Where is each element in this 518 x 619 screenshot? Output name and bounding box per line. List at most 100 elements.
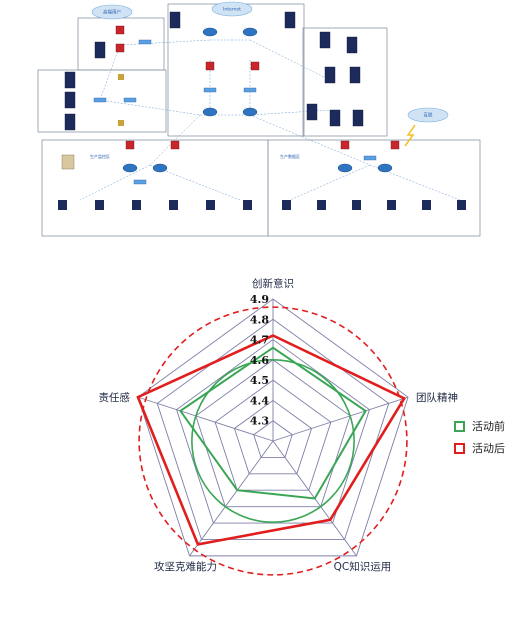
tick-label: 4.8 [250,313,269,326]
axis-spoke [137,396,274,442]
workstation-icon [169,200,178,210]
pc-icon [61,154,75,170]
cloud-label: Internet [223,7,241,13]
workstation-icon [422,200,431,210]
reference-circle [191,359,355,523]
server-icon [64,91,76,109]
zone-label: 生产数据区 [280,153,300,159]
link-line [79,164,151,201]
router-icon [242,27,258,37]
workstation-icon [206,200,215,210]
region-box [41,139,269,237]
cloud-icon: 互联 [407,107,449,123]
switch-icon [133,179,147,185]
cloud-label: 高端用户 [103,9,121,16]
link-line [99,44,121,101]
firewall-icon [390,140,400,150]
radar-grid [137,298,409,557]
router-icon [242,107,258,117]
workstation-icon [352,200,361,210]
router-icon [377,163,393,173]
server-icon [349,66,361,84]
workstation-icon [457,200,466,210]
server-icon [94,41,106,59]
switch-icon [363,155,377,161]
server-icon [64,113,76,131]
legend-label: 活动前 [472,419,505,433]
grid-ring [156,318,390,540]
axis-label: 创新意识 [252,277,294,290]
axis-label: 团队精神 [416,391,458,404]
legend-swatch [454,421,465,432]
switch-icon [203,87,217,93]
radar-tick-labels: 4.34.44.54.64.74.84.9 [250,293,269,428]
region-box [302,27,388,137]
workstation-icon [387,200,396,210]
axis-label: 责任感 [98,391,130,404]
radar-chart: 4.34.44.54.64.74.84.9 创新意识团队精神QC知识运用攻坚克难… [98,277,505,576]
radar-series [136,334,407,546]
link-line [289,164,371,201]
region-box [267,139,481,237]
router-icon [122,163,138,173]
link-line [99,99,201,116]
link-line [149,114,201,166]
legend-label: 活动后 [472,442,505,455]
workstation-icon [132,200,141,210]
switch-icon [243,87,257,93]
zone-label: 生产监控区 [90,153,110,159]
server-icon [319,31,331,49]
server-icon [169,11,181,29]
server-icon [284,11,296,29]
cloud-label: 互联 [424,112,433,119]
cloud-shape [211,1,253,17]
cloud-shape [407,107,449,123]
grid-ring [214,379,332,491]
lock-icon [118,120,124,126]
series-line [178,346,367,500]
cloud-icon: Internet [211,1,253,17]
axis-spoke [189,440,274,557]
link-line [119,39,211,46]
workstation-icon [317,200,326,210]
link-line [249,114,371,166]
workstation-icon [243,200,252,210]
firewall-icon [125,140,135,150]
region-box [167,3,305,137]
axis-spoke [272,396,409,442]
grid-ring [137,298,409,557]
series-line [136,334,407,546]
switch-icon [138,39,152,45]
tick-label: 4.3 [250,415,269,428]
server-icon [346,36,358,54]
reference-circle [138,306,408,576]
grid-ring [233,399,313,475]
server-icon [64,71,76,89]
tick-label: 4.4 [250,394,269,407]
tick-label: 4.6 [250,354,269,367]
legend-swatch [454,443,465,454]
firewall-icon [115,43,125,53]
grid-ring [195,359,351,508]
axis-label: QC知识运用 [334,560,392,573]
router-icon [337,163,353,173]
tick-label: 4.9 [250,293,269,306]
server-icon [352,109,364,127]
workstation-icon [95,200,104,210]
grid-ring [176,339,370,524]
firewall-icon [205,61,215,71]
firewall-icon [170,140,180,150]
tick-label: 4.7 [250,334,269,347]
grid-ring [253,420,293,458]
radar-reference-circles [138,306,408,576]
router-icon [152,163,168,173]
workstation-icon [58,200,67,210]
router-icon [202,107,218,117]
lock-icon [118,74,124,80]
cloud-shape [91,4,133,20]
switch-icon [93,97,107,103]
link-line [249,39,331,81]
